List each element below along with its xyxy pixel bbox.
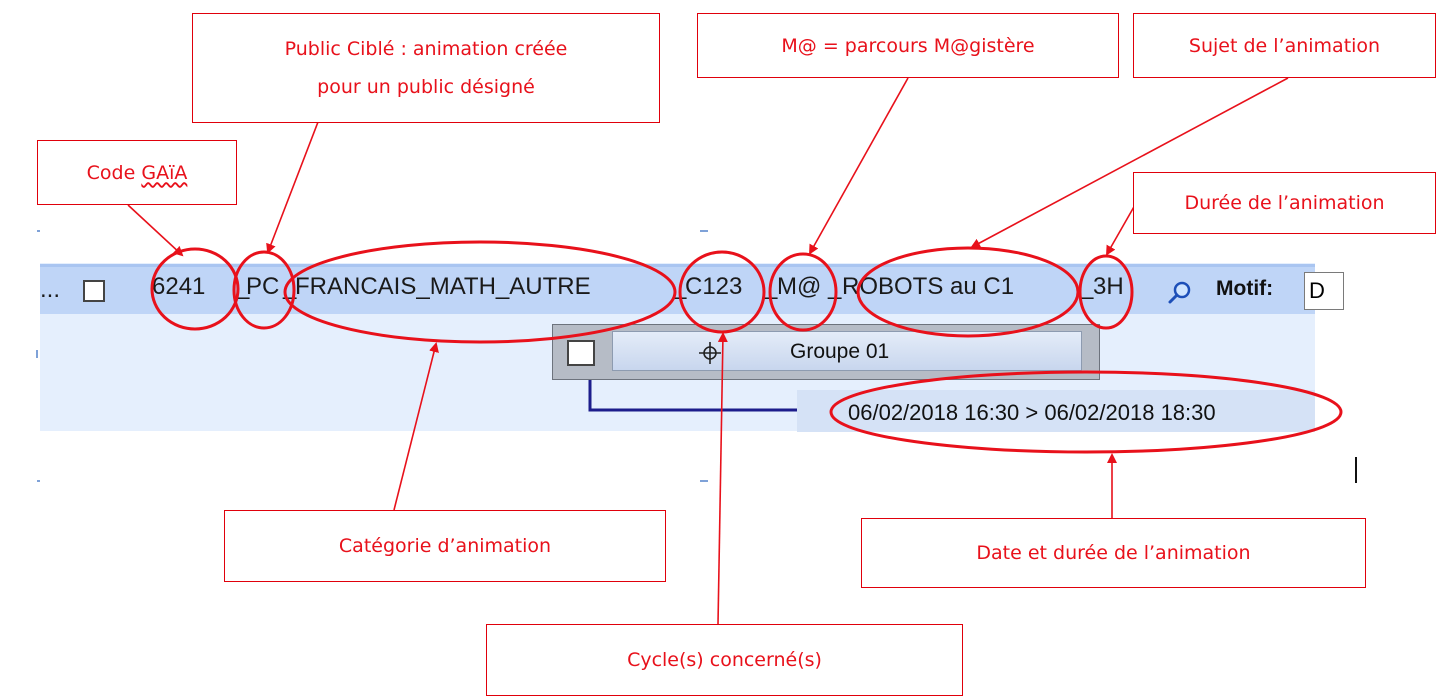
arrow-category [393,342,439,511]
tick-mark [700,230,708,232]
motif-label: Motif: [1216,277,1274,300]
highlight-magistere [768,252,838,332]
row-subject: ROBOTS au C1 [842,273,1015,300]
training-row [40,264,1315,314]
tick-mark [37,230,40,232]
callout-code-word: GAïA [141,161,188,184]
arrow-magistere [809,77,909,255]
row-duration: 3H [1093,273,1124,300]
date-row [797,390,1315,432]
arrow-public [266,121,319,254]
date-range: 06/02/2018 16:30 > 06/02/2018 18:30 [848,400,1216,425]
highlight-duration [1078,254,1134,330]
group-checkbox[interactable] [567,340,595,366]
row-code: 6241 [152,273,206,300]
callout-cycles: Cycle(s) concerné(s) [486,624,963,696]
tick-mark [36,350,38,358]
arrow-code [127,204,184,257]
callout-categorie: Catégorie d’animation [224,510,666,582]
highlight-code [150,247,240,331]
row-cycle: C123 [685,273,743,300]
tree-connector [588,380,797,412]
highlight-cycle [678,250,766,334]
callout-public-cible-line1: Public Ciblé : animation créée [284,38,568,60]
callout-public-cible: Public Ciblé : animation créée pour un p… [192,13,660,123]
arrow-duration [1106,204,1136,256]
highlight-subject [856,246,1080,338]
row-public: PC [246,273,280,300]
magnifier-icon[interactable] [1167,280,1193,306]
callout-magistere: M@ = parcours M@gistère [697,13,1119,78]
callout-duree: Durée de l’animation [1133,172,1436,234]
highlight-category [283,240,677,344]
arrow-cycles [717,332,728,625]
callout-code-gaia: Code GAïA [37,140,237,205]
arrow-subject [970,77,1289,248]
callout-public-cible-line2: pour un public désigné [317,76,535,98]
row-category: FRANCAIS_MATH_AUTRE [295,273,591,300]
highlight-date [829,370,1343,454]
callout-code-prefix: Code [86,161,142,184]
tick-mark [37,480,40,482]
group-label: Groupe 01 [790,340,890,363]
row-magistere: M@ [777,273,822,300]
group-button[interactable] [612,331,1082,371]
row-separator: _ [1080,273,1094,300]
highlight-public [232,250,296,330]
row-checkbox[interactable] [83,280,105,302]
callout-date-duree: Date et durée de l’animation [861,518,1366,588]
motif-input[interactable]: D [1304,272,1344,310]
text-cursor [1355,457,1357,483]
row-ellipsis: ... [40,276,61,303]
crosshair-icon [699,342,721,364]
row-separator: _ [236,273,250,300]
tick-mark [700,480,708,482]
callout-sujet: Sujet de l’animation [1133,13,1436,78]
